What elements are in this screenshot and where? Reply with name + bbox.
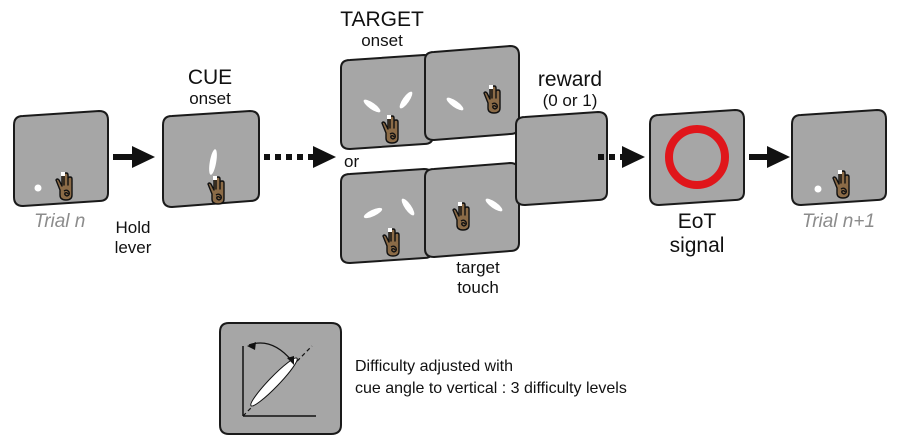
screen-trial-n1 bbox=[791, 108, 887, 207]
target-bar-icon bbox=[363, 99, 381, 113]
screen-trial-n bbox=[13, 109, 109, 208]
screen-target-touch-top-front bbox=[424, 44, 520, 142]
arrow-hold bbox=[113, 146, 155, 168]
arrow-reward-eot bbox=[598, 146, 645, 168]
fixation-dot-icon bbox=[814, 185, 822, 193]
cue-sub: onset bbox=[189, 89, 231, 108]
hold-lever-label: Hold lever bbox=[112, 218, 154, 257]
target-bar-icon bbox=[399, 91, 413, 109]
screen-cue bbox=[162, 109, 260, 209]
screen-reward bbox=[515, 110, 608, 207]
hold-line-2: lever bbox=[114, 237, 152, 257]
eot-signal-label: EoT signal bbox=[667, 210, 727, 258]
reward-sub: (0 or 1) bbox=[542, 91, 598, 110]
target-title: TARGET bbox=[340, 8, 424, 31]
screen-target-touch-bottom-front bbox=[424, 161, 520, 259]
cue-bar-icon bbox=[250, 357, 298, 407]
reward-title: reward bbox=[537, 68, 603, 91]
difficulty-note: Difficulty adjusted with cue angle to ve… bbox=[355, 356, 627, 400]
target-bar-icon bbox=[363, 207, 383, 219]
arrow-delay bbox=[264, 146, 336, 168]
eot-line-2: signal bbox=[669, 234, 725, 258]
trial-n-label: Trial n bbox=[34, 211, 86, 232]
screen-target-onset-top-back bbox=[340, 53, 434, 151]
screen-target-onset-bottom-back bbox=[340, 167, 434, 265]
target-bar-icon bbox=[485, 198, 503, 212]
difficulty-note-line-2: cue angle to vertical : 3 difficulty lev… bbox=[355, 380, 627, 397]
eot-ring-icon bbox=[665, 125, 729, 189]
target-touch-line-2: touch bbox=[457, 277, 499, 297]
target-sub: onset bbox=[361, 31, 403, 50]
target-bar-icon bbox=[446, 97, 464, 111]
trial-n1-label: Trial n+1 bbox=[802, 211, 876, 232]
target-bar-icon bbox=[401, 198, 415, 216]
screen-eot bbox=[649, 108, 745, 207]
eot-line-1: EoT bbox=[677, 210, 717, 233]
difficulty-note-line-1: Difficulty adjusted with bbox=[355, 358, 513, 375]
or-label: or bbox=[344, 152, 360, 171]
target-touch-label: target touch bbox=[448, 258, 508, 297]
hold-line-1: Hold bbox=[115, 218, 151, 237]
fixation-dot-icon bbox=[34, 184, 42, 192]
cue-title: CUE bbox=[187, 66, 233, 89]
target-touch-line-1: target bbox=[456, 258, 500, 277]
arrow-next-trial bbox=[749, 146, 790, 168]
screen-difficulty-inset bbox=[219, 322, 342, 435]
cue-bar-icon bbox=[209, 149, 217, 175]
